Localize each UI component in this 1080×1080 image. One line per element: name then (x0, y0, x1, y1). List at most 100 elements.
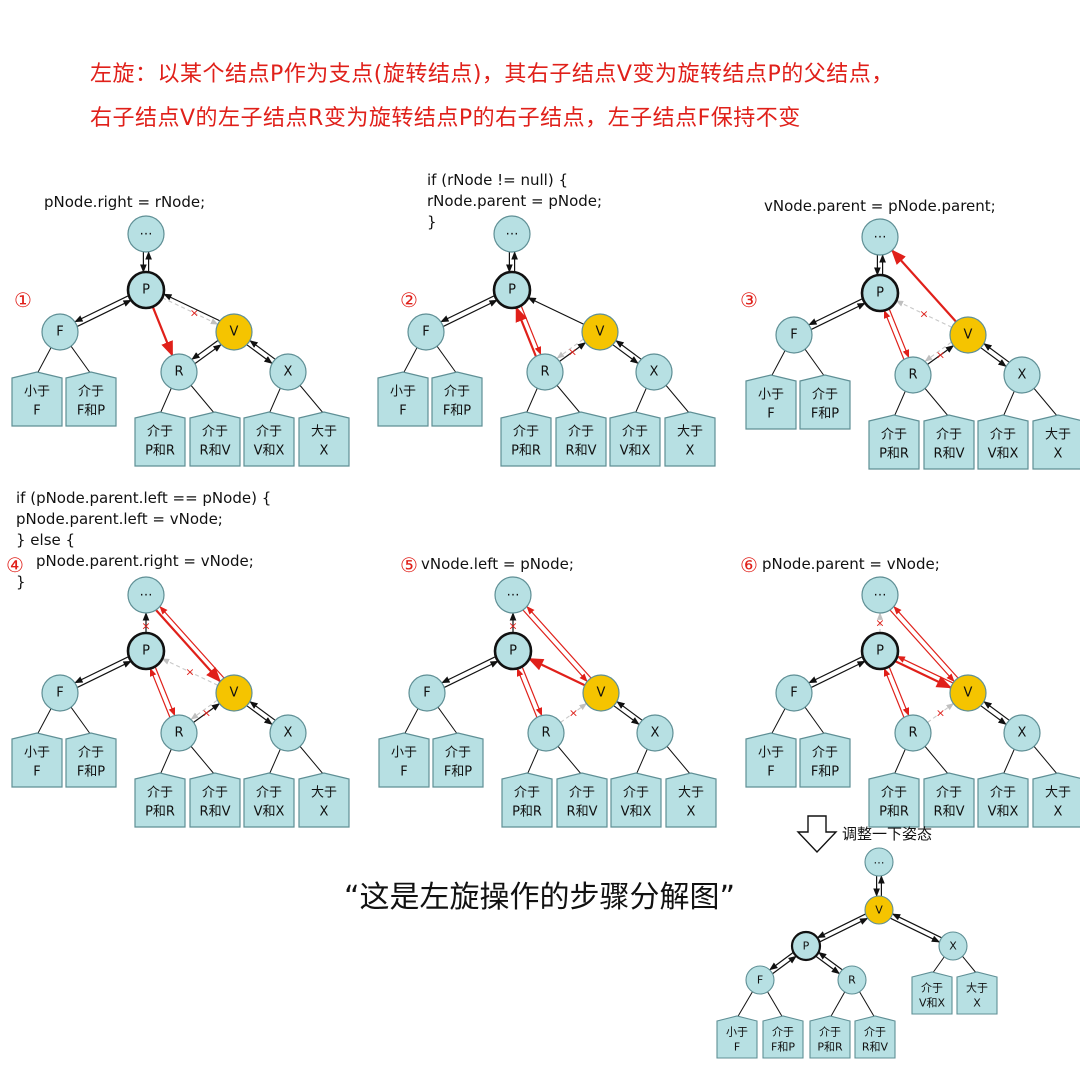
node-label-f: F (56, 686, 63, 701)
node-p (860, 631, 900, 671)
final-node-x (938, 931, 968, 961)
node-label-v: V (230, 686, 239, 701)
node-f (41, 313, 79, 351)
node-label-root: … (140, 224, 153, 239)
edge-p-v-new (894, 660, 953, 689)
node-label-x: X (284, 726, 293, 741)
leaf-label-f_p-top: 介于 (78, 746, 104, 761)
node-label-root: … (507, 585, 520, 600)
leaf-label-lt_f-top: 小于 (390, 385, 416, 400)
leaf-label-gt_x-bottom: X (320, 444, 329, 459)
node-label-x: X (1018, 726, 1027, 741)
edge-p-f-fwd (808, 298, 863, 326)
edge-v-x-fwd (980, 705, 1007, 725)
leaf-edge-p_r (159, 388, 172, 415)
edge-v-r-old (190, 699, 218, 720)
leaf-edge-p_r (893, 749, 906, 776)
final-leaf-label-p_r-bottom: P和R (817, 1041, 843, 1054)
leaf-label-gt_x-top: 大于 (311, 425, 337, 440)
final-edge-v-p-fwd (816, 913, 866, 939)
node-label-r: R (908, 368, 917, 383)
final-node-label-root: … (874, 854, 885, 867)
leaf-edge-f_p (804, 706, 826, 736)
edge-p-f-back (811, 660, 866, 688)
edge-root-v (889, 609, 955, 682)
node-label-r: R (908, 726, 917, 741)
leaf-label-gt_x-top: 大于 (677, 425, 703, 440)
heading-line-2: 右子结点V的左子结点R变为旋转结点P的右子结点，左子结点F保持不变 (90, 106, 801, 131)
edge-root-v (522, 609, 588, 682)
node-label-v: V (597, 686, 606, 701)
node-x (1003, 356, 1041, 394)
leaf-label-f_p-bottom: F和P (77, 765, 105, 780)
step-4-code-line-3: } else { (16, 531, 75, 549)
cut-p-v: × (190, 307, 199, 320)
leaf-edge-p_r (893, 391, 906, 418)
edge-v-root (893, 606, 959, 679)
edge-p-f-back (443, 299, 498, 327)
leaf-label-r_v-bottom: R和V (934, 805, 965, 820)
edge-v-x-back (983, 701, 1010, 721)
final-leaf-label-r_v-top: 介于 (864, 1026, 886, 1039)
edge-p-r (520, 305, 542, 356)
leaf-box-lt_f (11, 371, 63, 427)
heading-line-1: 左旋：以某个结点P作为支点(旋转结点)，其右子结点V变为旋转结点P的父结点， (90, 62, 894, 87)
leaf-box-p_r (868, 772, 920, 828)
node-label-r: R (174, 365, 183, 380)
leaf-label-p_r-bottom: P和R (512, 805, 542, 820)
edge-v-x-fwd (246, 344, 273, 364)
node-x (269, 353, 307, 391)
edge-p-r (888, 308, 910, 359)
caption: “这是左旋操作的步骤分解图” (344, 880, 736, 915)
edge-r-p (149, 667, 171, 718)
node-v (949, 674, 987, 712)
node-label-f: F (790, 328, 797, 343)
node-root (861, 576, 899, 614)
step-5-number: ⑤ (400, 553, 418, 577)
leaf-box-r_v (556, 772, 608, 828)
node-label-f: F (423, 686, 430, 701)
step-6-number: ⑥ (740, 553, 758, 577)
node-r (160, 353, 198, 391)
leaf-box-f_p (431, 371, 483, 427)
leaf-label-lt_f-bottom: F (400, 765, 407, 780)
leaf-label-gt_x-bottom: X (686, 444, 695, 459)
node-label-p: P (142, 283, 150, 298)
cut-v-r: × (202, 707, 211, 720)
leaf-label-r_v-top: 介于 (936, 786, 962, 801)
node-r (894, 356, 932, 394)
leaf-label-gt_x-bottom: X (320, 805, 329, 820)
edge-v-p (527, 297, 585, 325)
step-2-code-line-2: rNode.parent = pNode; (427, 192, 602, 210)
leaf-label-f_p-bottom: F和P (811, 765, 839, 780)
leaf-label-r_v-bottom: R和V (200, 805, 231, 820)
cut-v-p: × (919, 308, 928, 321)
final-edge-v-x-fwd (890, 917, 941, 943)
edge-v-x-fwd (612, 344, 639, 364)
final-leaf-label-v_x-bottom: V和X (919, 997, 946, 1010)
node-f (407, 313, 445, 351)
leaf-label-lt_f-top: 小于 (758, 746, 784, 761)
edge-v-x-back (249, 701, 276, 721)
leaf-label-gt_x-top: 大于 (1045, 428, 1071, 443)
step-1-code-line-1: pNode.right = rNode; (44, 193, 205, 211)
leaf-edge-v_x (635, 749, 648, 776)
leaf-edge-p_r (159, 749, 172, 776)
leaf-label-f_p-top: 介于 (444, 385, 470, 400)
edge-v-r-old (556, 338, 584, 359)
edge-r-v-old (927, 703, 955, 723)
leaf-label-r_v-top: 介于 (202, 425, 228, 440)
node-label-f: F (422, 325, 429, 340)
node-label-f: F (56, 325, 63, 340)
final-leaf-edge-v_x (931, 956, 945, 975)
leaf-box-lt_f (377, 371, 429, 427)
node-label-x: X (284, 365, 293, 380)
node-label-v: V (964, 328, 973, 343)
node-f (408, 674, 446, 712)
node-label-root: … (140, 585, 153, 600)
final-leaf-edge-p_r (829, 991, 846, 1019)
leaf-label-lt_f-top: 小于 (391, 746, 417, 761)
step-3-number: ③ (740, 288, 758, 312)
